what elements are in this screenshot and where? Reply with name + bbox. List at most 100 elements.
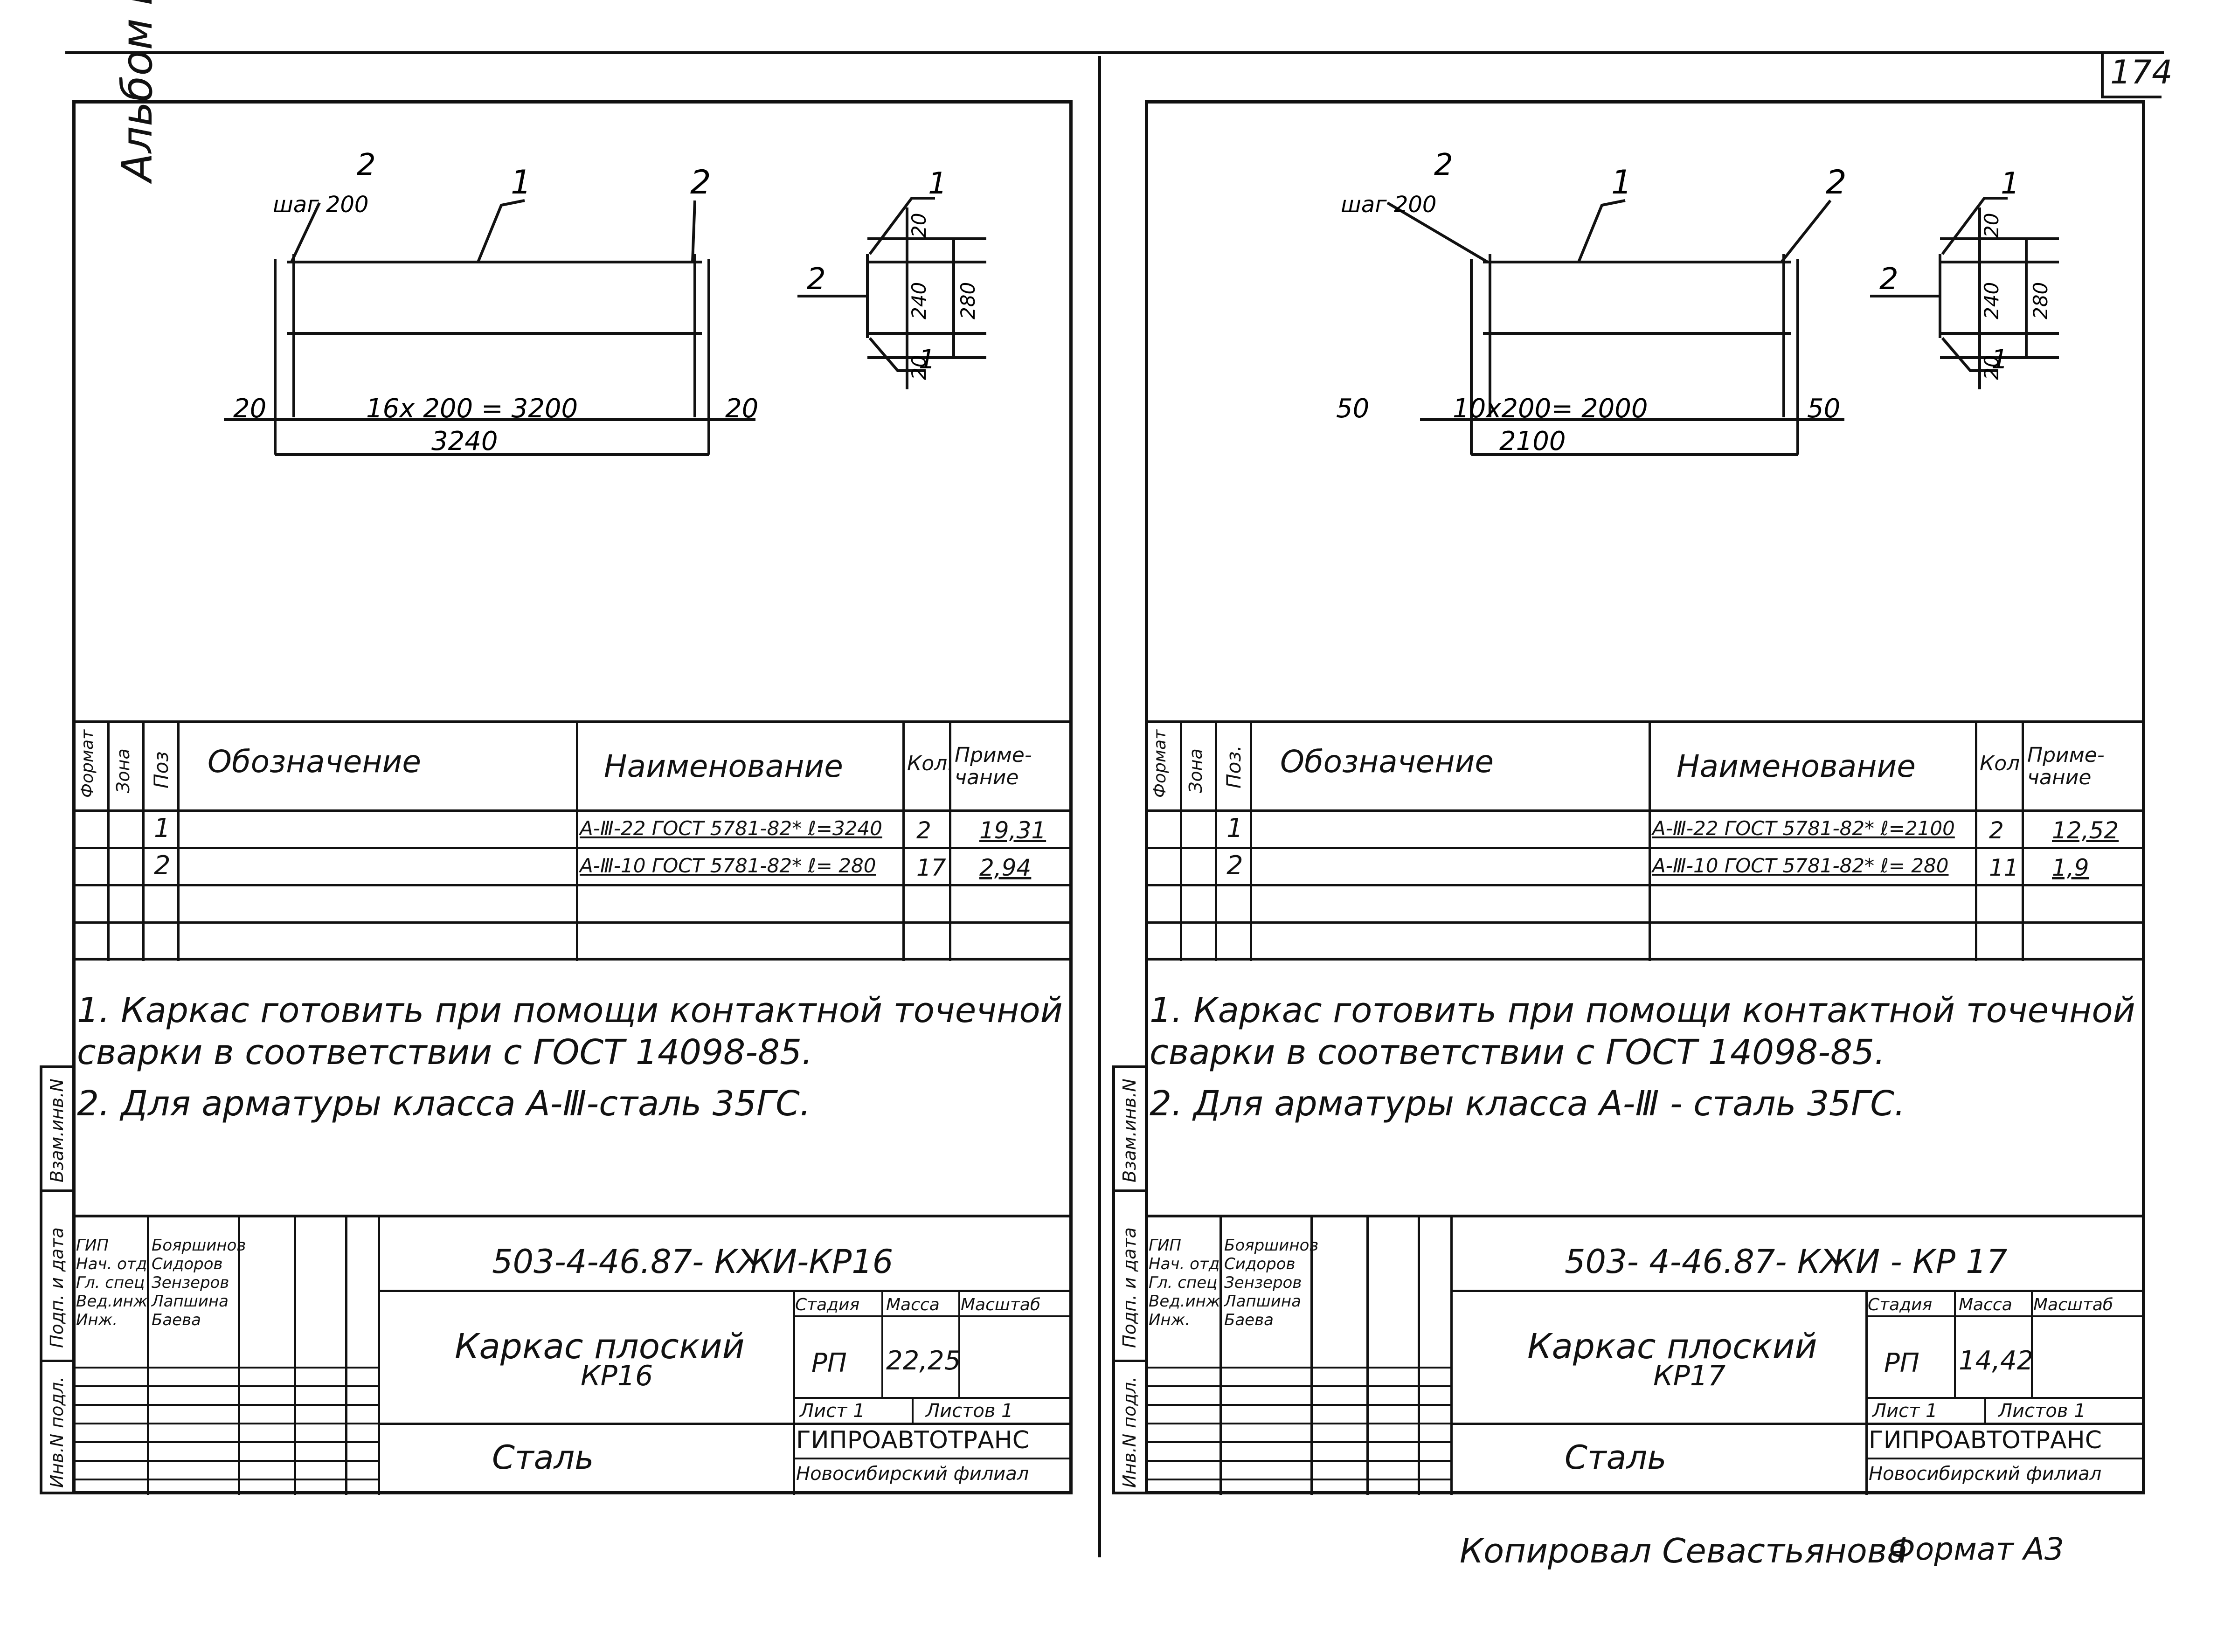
col-line — [2022, 723, 2024, 961]
material: Сталь — [1565, 1438, 1667, 1477]
center-divider — [1098, 56, 1101, 1557]
row1-qty: 2 — [1989, 817, 2004, 844]
branch: Новосибирский филиал — [796, 1463, 1029, 1485]
signatory-role: Нач. отд — [1149, 1255, 1220, 1273]
section-pos1-bottom: 1 — [1991, 345, 2008, 375]
stage-value: РП — [811, 1348, 847, 1378]
tb-line — [380, 1423, 1073, 1425]
tb-line — [1145, 1404, 1453, 1406]
branch: Новосибирский филиал — [1869, 1463, 2102, 1485]
tb-line — [1145, 1385, 1453, 1387]
note-line-1: 1. Каркас готовить при помощи контактной… — [1150, 990, 2135, 1030]
mass-value: 14,42 — [1959, 1346, 2034, 1376]
signatory-name: Сидоров — [1224, 1255, 1296, 1273]
drawing-sheet: 2 шаг 200 1 2 50 10х200= 2000 50 2100 1 … — [1073, 0, 2145, 1652]
tb-line — [1865, 1315, 2145, 1317]
section-d20-bottom: 20 — [908, 355, 930, 380]
col-line — [107, 723, 110, 961]
tb-line — [2031, 1290, 2033, 1397]
sheet-frame — [72, 100, 1073, 1494]
dim-middle: 16х 200 = 3200 — [366, 394, 578, 424]
signatory-role: Гл. спец — [1149, 1273, 1218, 1292]
tb-line — [958, 1290, 960, 1397]
header-format: Формат — [1150, 729, 1170, 798]
dim-left: 20 — [233, 394, 266, 424]
tb-line — [793, 1315, 1073, 1317]
header-zone: Зона — [113, 748, 133, 793]
section-pos2: 2 — [807, 262, 826, 297]
tb-line — [147, 1217, 149, 1495]
col-line — [902, 723, 905, 961]
header-pos: Поз. — [1222, 745, 1245, 788]
tb-line — [1145, 1460, 1453, 1462]
tb-line — [1219, 1217, 1222, 1495]
note-line-3: 2. Для арматуры класса А-Ⅲ - сталь 35ГС. — [1150, 1084, 1905, 1124]
tb-line — [1145, 1367, 1453, 1369]
material: Сталь — [492, 1438, 594, 1477]
scale-header: Масштаб — [961, 1295, 1041, 1314]
stamp-replace-inv: Взам.инв.N — [1119, 1078, 1140, 1182]
row-line — [1145, 809, 2143, 812]
stamp-signature-date: Подп. и дата — [1119, 1227, 1140, 1348]
header-name: Наименование — [604, 748, 843, 784]
dim-right: 50 — [1807, 394, 1840, 424]
format-label: Формат А3 — [1889, 1531, 2064, 1567]
col-line — [1215, 723, 1217, 961]
tb-line — [881, 1290, 883, 1397]
row2-qty: 17 — [916, 854, 946, 881]
copied-by: Копировал Севастьянова — [1460, 1531, 1908, 1570]
tb-line — [793, 1290, 795, 1495]
tb-line — [345, 1217, 347, 1495]
signatory-role: Вед.инж — [1149, 1292, 1220, 1311]
row2-pos: 2 — [154, 850, 171, 881]
tb-line — [1453, 1290, 2145, 1292]
organization: ГИПРОАВТОТРАНС — [796, 1426, 1030, 1454]
scale-header: Масштаб — [2033, 1295, 2113, 1314]
tb-line — [1145, 1441, 1453, 1443]
col-line — [1649, 723, 1651, 961]
label-pitch: шаг 200 — [1341, 192, 1436, 218]
signatory-role: ГИП — [1149, 1236, 1181, 1255]
header-zone: Зона — [1185, 748, 1206, 793]
spec-table: Формат Зона Поз. Обозначение Наименовани… — [1145, 720, 2145, 961]
header-name: Наименование — [1677, 748, 1916, 784]
row1-pos: 1 — [1226, 813, 1243, 843]
sheets-total: Листов 1 — [1998, 1400, 2086, 1422]
section-d20-top: 20 — [1980, 213, 2003, 238]
tb-line — [378, 1217, 380, 1495]
page-number-box-left — [2101, 51, 2104, 98]
leader-pos1 — [1577, 199, 1626, 263]
tb-line — [1145, 1423, 1453, 1424]
section-d280: 280 — [2029, 282, 2052, 319]
tb-line — [1310, 1217, 1313, 1495]
mass-header: Масса — [886, 1295, 940, 1314]
dim-middle: 10х200= 2000 — [1453, 394, 1648, 424]
signatory-role: ГИП — [76, 1236, 109, 1255]
organization: ГИПРОАВТОТРАНС — [1869, 1426, 2102, 1454]
mass-value: 22,25 — [886, 1346, 961, 1376]
leader-pos2 — [691, 200, 696, 263]
tb-line — [1145, 1479, 1453, 1480]
stamp-line — [1115, 1360, 1148, 1362]
label-pos1: 1 — [1611, 163, 1632, 201]
row1-pos: 1 — [154, 813, 171, 843]
signatory-name: Зензеров — [1224, 1273, 1302, 1292]
section-leader-top — [868, 197, 935, 255]
dim-total: 2100 — [1499, 426, 1566, 456]
col-line — [142, 723, 145, 961]
leader-pos1 — [477, 199, 525, 263]
header-format: Формат — [78, 729, 97, 798]
row1-note: 12,52 — [2052, 817, 2119, 844]
signatory-name: Лапшина — [152, 1292, 229, 1311]
drawing-title: Каркас плоский — [1527, 1327, 1817, 1367]
reinforcement-drawing: 2 шаг 200 1 2 50 10х200= 2000 50 2100 1 … — [1336, 148, 2059, 456]
section-d20-top: 20 — [908, 213, 930, 238]
drawing-title: Каркас плоский — [455, 1327, 745, 1367]
signatory-name: Баева — [1224, 1311, 1274, 1329]
label-pos1: 1 — [511, 163, 532, 201]
signatory-role: Нач. отд — [76, 1255, 147, 1273]
header-qty: Кол — [1980, 752, 2020, 775]
row1-qty: 2 — [916, 817, 931, 844]
stamp-line — [42, 1360, 75, 1362]
drawing-code: 503- 4-46.87- КЖИ - КР 17 — [1565, 1243, 2008, 1281]
